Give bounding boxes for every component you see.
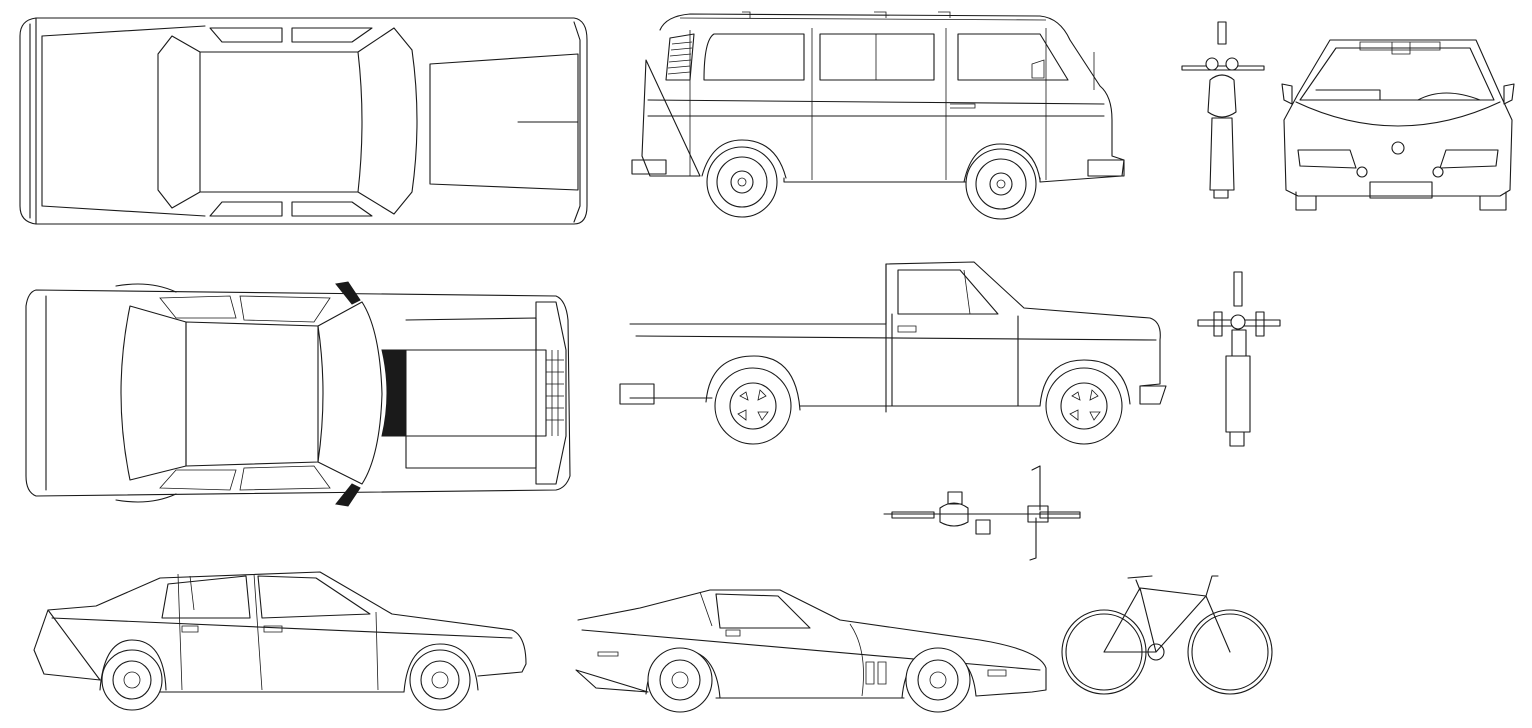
motorcycle-top-view-1 <box>1181 21 1265 199</box>
van-front-wheel <box>706 146 778 218</box>
pickup-truck-side-view <box>619 261 1167 445</box>
motorcycle-top-view-2 <box>1197 271 1281 447</box>
sports-car-front-wheel <box>647 647 713 713</box>
bicycle-top-view <box>883 465 1081 561</box>
sedan-top-view <box>19 17 588 225</box>
sports-car-side-view <box>575 589 1047 713</box>
bicycle-side-view <box>1061 575 1273 695</box>
pickup-rear-wheel <box>1045 367 1123 445</box>
van-rear-wheel <box>965 148 1037 220</box>
coupe-grille <box>535 301 567 485</box>
sports-car-rear-wheel <box>905 647 971 713</box>
hatchback-front-view <box>1281 39 1515 211</box>
sedan-rear-wheel <box>409 649 471 711</box>
bicycle-front-wheel <box>1187 609 1273 695</box>
sedan-front-wheel <box>101 649 163 711</box>
sedan-side-view <box>33 571 527 711</box>
pickup-front-wheel <box>714 367 792 445</box>
coupe-top-view <box>25 281 571 507</box>
van-side-view <box>631 11 1125 220</box>
